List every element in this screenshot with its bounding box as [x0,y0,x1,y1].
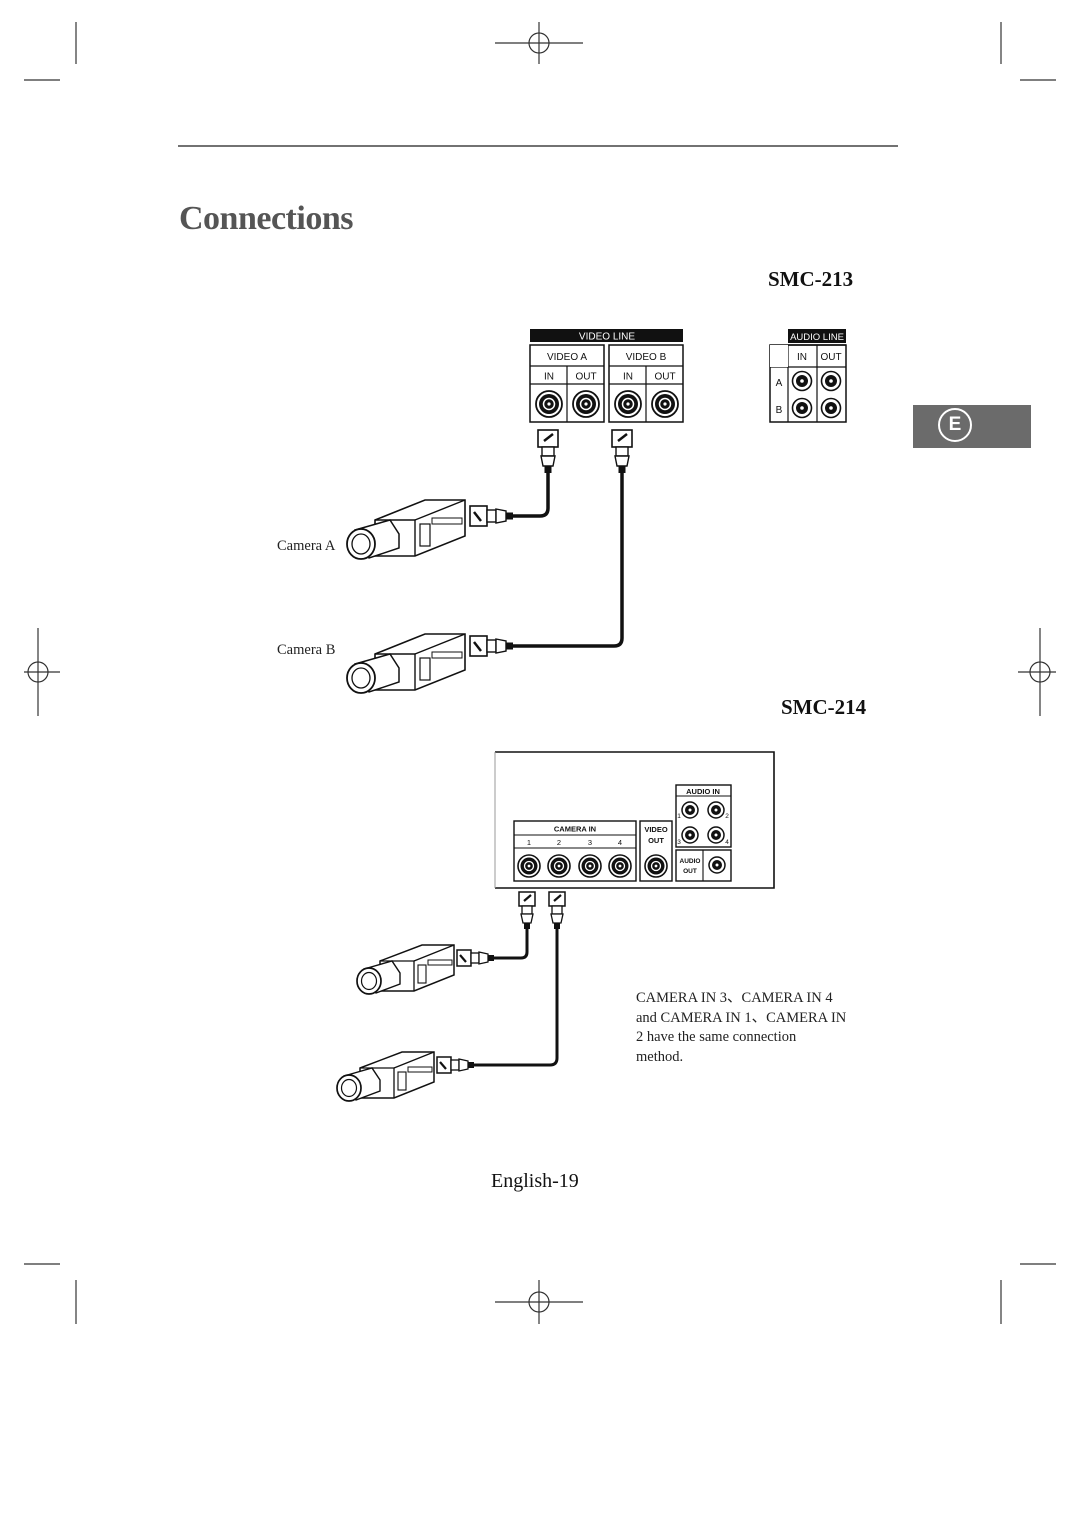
video-b-in-jack [614,390,642,418]
camera-b-cable [510,470,624,648]
audio-out-label-1: AUDIO [680,858,701,865]
page-number: English-19 [491,1170,579,1192]
smc214-camera-2-icon [336,1051,435,1102]
audio-out-jack [708,856,726,874]
video-line-header: VIDEO LINE [579,332,635,343]
audio-line-header: AUDIO LINE [790,332,844,343]
camera-b-label: Camera B [277,642,336,658]
audio-b-out-jack [820,397,842,419]
camera-in-port-3-label: 3 [588,838,592,847]
audio-in-jack-1 [681,801,699,819]
video-b-out-label: OUT [654,372,675,383]
smc214-camera-in-panel: CAMERA IN 1 2 3 4 [513,820,637,882]
video-b-out-jack [651,390,679,418]
video-a-out-jack [572,390,600,418]
smc214-diagram: CAMERA IN 1 2 3 4 VIDEO OUT AUDIO IN 1 2… [336,751,775,1102]
smc213-model-label: SMC-213 [768,267,854,291]
smc214-camera-2-cable [470,928,559,1067]
audio-in-jack-3 [681,826,699,844]
audio-out-label-2: OUT [683,868,697,875]
note-line-1: CAMERA IN 3、CAMERA IN 4 [636,990,833,1006]
audio-in-jack-4 [707,826,725,844]
camera-b-plug-side [468,634,515,658]
smc214-plug-2-side [435,1055,476,1075]
smc214-camera-1-icon [356,944,455,995]
video-out-jack [644,854,668,878]
camera-b-icon [346,633,466,694]
audio-a-out-jack [820,370,842,392]
audio-in-header: AUDIO IN [686,787,720,796]
smc214-note: CAMERA IN 3、CAMERA IN 4 and CAMERA IN 1、… [636,989,886,1067]
note-line-4: method. [636,1048,684,1065]
smc213-video-panel: VIDEO LINE VIDEO A VIDEO B IN OUT IN OUT [529,329,684,423]
camera-in-port-2-label: 2 [557,838,561,847]
smc214-rear-panel [495,751,775,889]
smc214-plug-1-top [517,890,537,931]
video-a-in-jack [535,390,563,418]
video-out-label-1: VIDEO [644,825,668,834]
camera-in-jack-3 [578,854,602,878]
audio-b-in-jack [791,397,813,419]
audio-in-port-2-label: 2 [725,813,729,820]
camera-a-plug-top [536,428,560,475]
camera-a-icon [346,499,466,560]
smc213-audio-panel: AUDIO LINE IN OUT A B [769,329,847,423]
video-b-in-label: IN [623,372,633,383]
audio-in-port-4-label: 4 [725,839,729,846]
smc214-audio-panel: AUDIO IN 1 2 3 4 AUDIO OUT [675,784,732,882]
video-b-label: VIDEO B [626,352,667,363]
smc213-diagram: VIDEO LINE VIDEO A VIDEO B IN OUT IN OUT… [346,329,847,694]
audio-out-label: OUT [820,352,841,363]
video-a-out-label: OUT [575,372,596,383]
smc214-camera-1-cable [490,928,529,960]
camera-in-jack-4 [608,854,632,878]
camera-in-port-4-label: 4 [618,838,622,847]
camera-a-plug-side [468,504,515,528]
camera-in-jack-2 [547,854,571,878]
camera-in-header: CAMERA IN [554,825,596,834]
smc214-model-label: SMC-214 [781,695,867,719]
audio-in-port-1-label: 1 [677,813,681,820]
audio-row-a-label: A [776,378,783,389]
camera-in-port-1-label: 1 [527,838,531,847]
camera-in-jack-1 [517,854,541,878]
note-line-3: 2 have the same connection [636,1029,797,1045]
language-tab: E [913,405,1031,448]
audio-in-port-3-label: 3 [677,839,681,846]
video-a-in-label: IN [544,372,554,383]
audio-in-label: IN [797,352,807,363]
audio-row-b-label: B [776,405,783,416]
smc214-plug-2-top [547,890,567,931]
video-out-label-2: OUT [648,836,664,845]
language-tab-label: E [938,408,972,442]
camera-b-plug-top [610,428,634,475]
smc214-video-out-panel: VIDEO OUT [639,820,673,882]
page-title: Connections [179,200,353,237]
smc214-plug-1-side [455,948,496,968]
video-a-label: VIDEO A [547,352,587,363]
camera-a-label: Camera A [277,538,336,554]
audio-in-jack-2 [707,801,725,819]
camera-a-cable [510,470,550,518]
note-line-2: and CAMERA IN 1、CAMERA IN [636,1009,847,1026]
audio-a-in-jack [791,370,813,392]
